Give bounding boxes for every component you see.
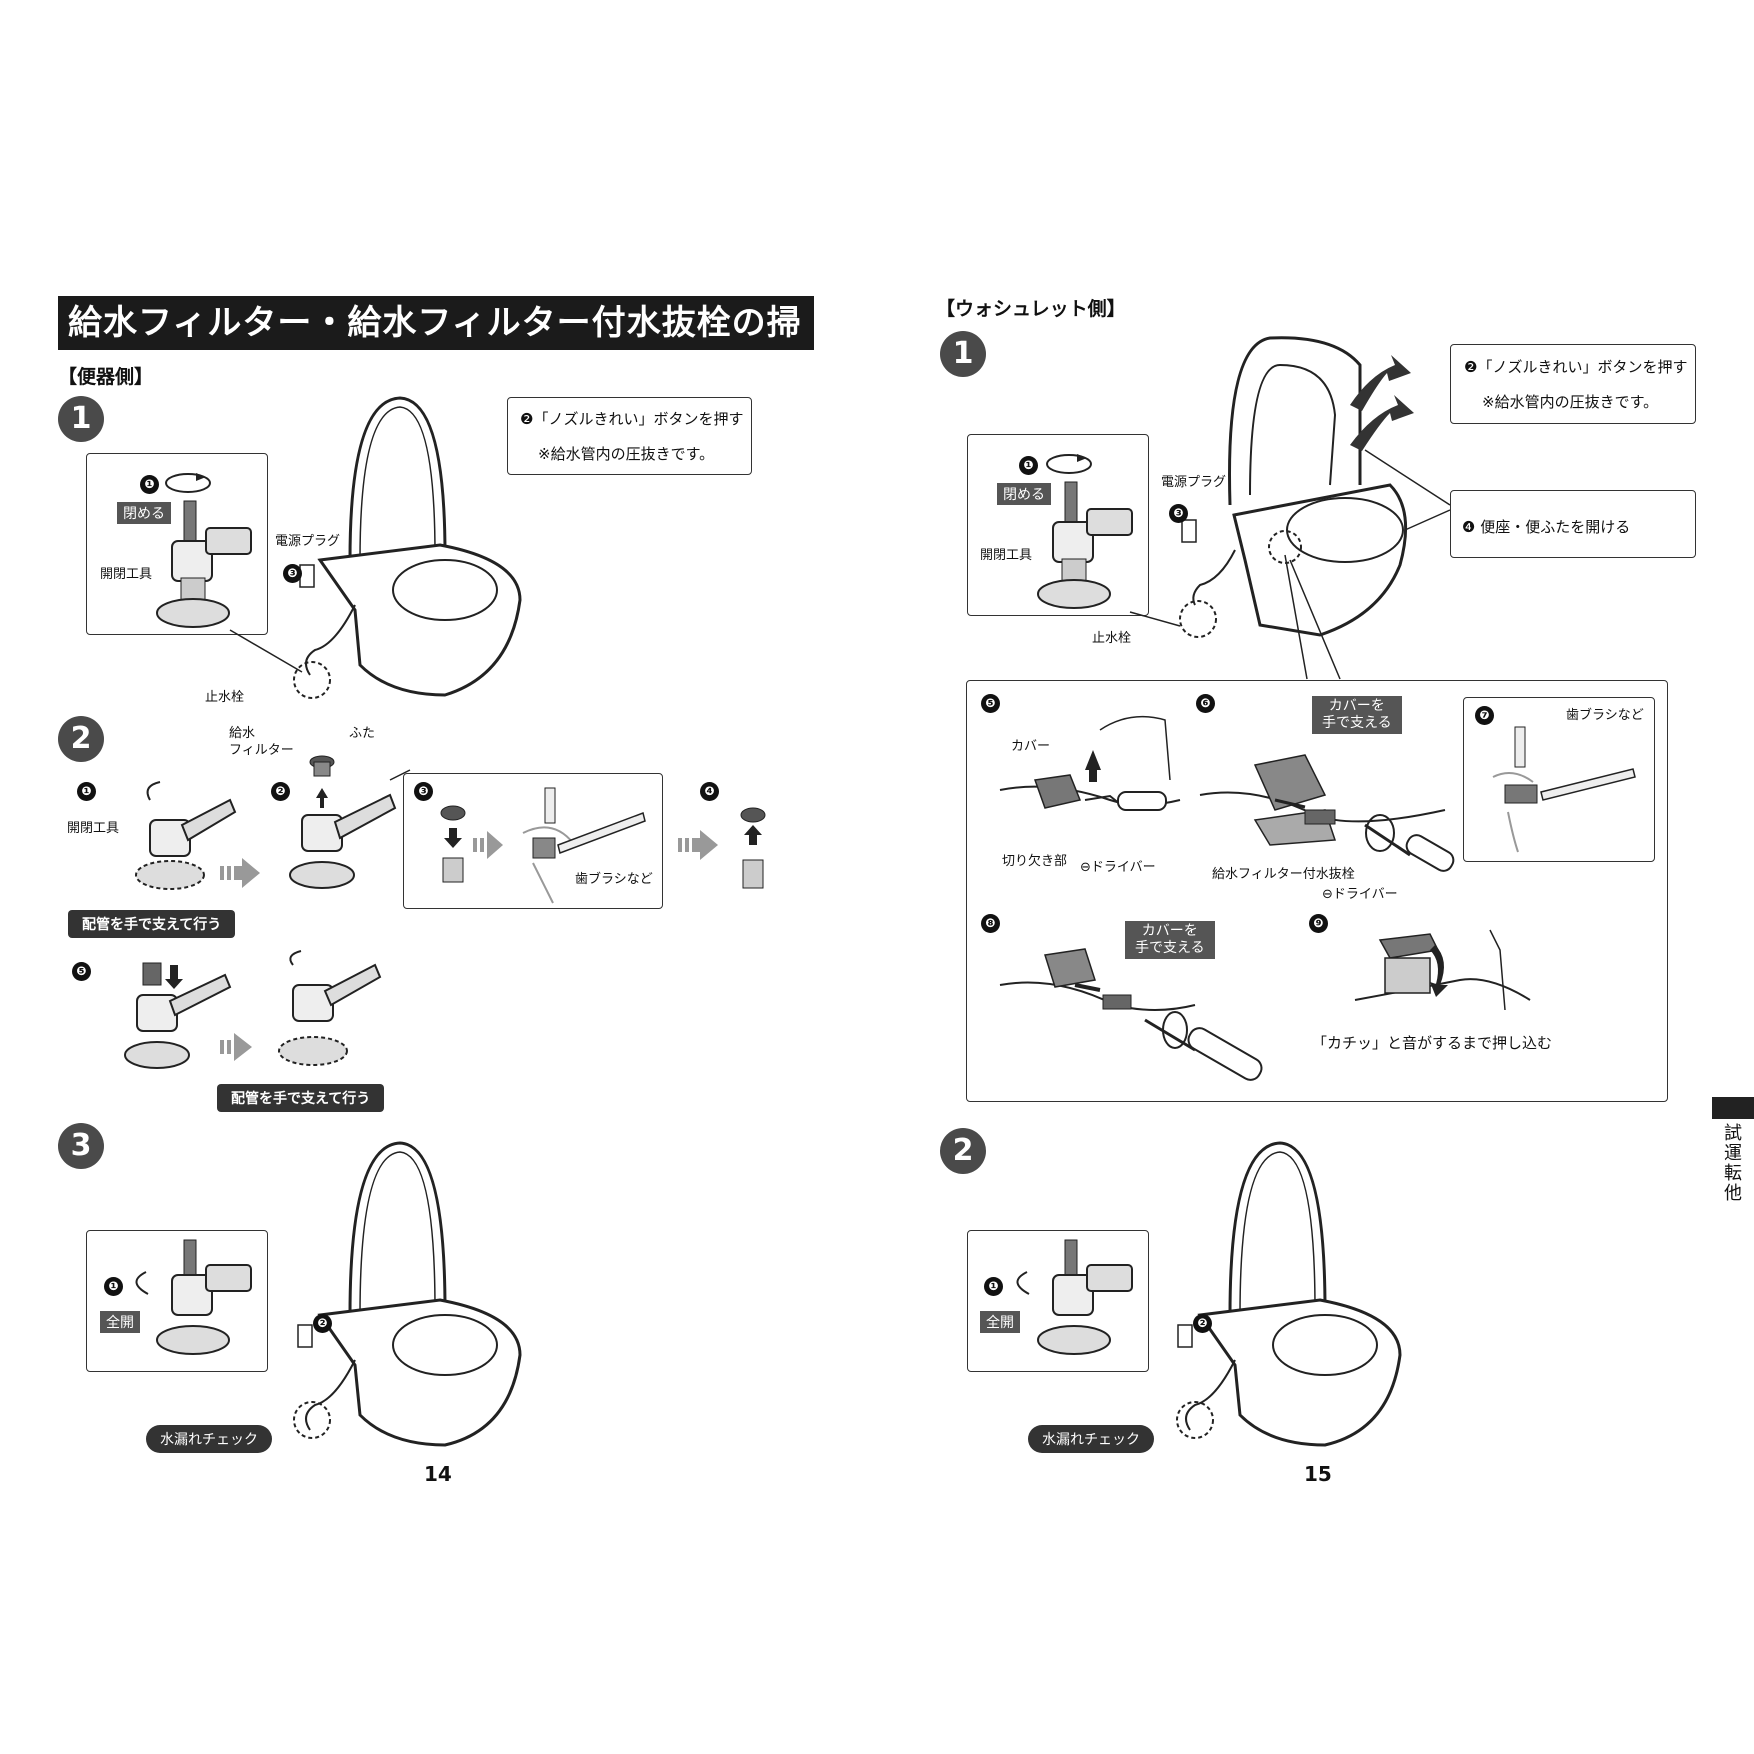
full-open-tag: 全開 bbox=[100, 1311, 140, 1333]
support-cover-callout-2: カバーを 手で支える bbox=[1125, 921, 1215, 959]
note-open-seat: ❹ 便座・便ふたを開ける bbox=[1462, 518, 1631, 536]
side-index-tab bbox=[1712, 1097, 1754, 1119]
substep-4-marker: ❹ bbox=[700, 782, 719, 801]
substep-3-marker: ❸ bbox=[283, 564, 302, 583]
note-box-nozzle bbox=[507, 397, 752, 475]
support-pipe-pill-2: 配管を手で支えて行う bbox=[217, 1084, 385, 1112]
substep-6-marker: ❻ bbox=[1196, 694, 1215, 713]
toothbrush-label: 歯ブラシなど bbox=[575, 872, 653, 887]
support-cover-line2: 手で支える bbox=[1322, 715, 1392, 731]
click-instruction: 「カチッ」と音がするまで押し込む bbox=[1312, 1034, 1553, 1052]
substep-8-marker: ❽ bbox=[981, 914, 1000, 933]
substep-5-marker: ❺ bbox=[981, 694, 1000, 713]
power-plug-label: 電源プラグ bbox=[1161, 475, 1227, 490]
arrow-right-icon bbox=[220, 858, 260, 888]
detail-pointer bbox=[1284, 554, 1341, 680]
valve-highlight-circle bbox=[1176, 1401, 1214, 1439]
cover-label: カバー bbox=[1011, 739, 1051, 754]
close-tag: 閉める bbox=[117, 502, 171, 524]
filter-install-illustration bbox=[124, 950, 382, 1069]
page-number-left: 14 bbox=[424, 1462, 452, 1486]
filter-reinsert-illustration bbox=[740, 807, 766, 889]
note-nozzle-line2: ※給水管内の圧抜きです。 bbox=[1482, 393, 1659, 411]
page-number-right: 15 bbox=[1304, 1462, 1332, 1486]
note-box-nozzle bbox=[1450, 344, 1696, 424]
page-title: 給水フィルター・給水フィルター付水抜栓の掃除(試運転後) bbox=[58, 296, 814, 397]
tool-label: 開閉工具 bbox=[67, 821, 120, 836]
substep-3-marker: ❸ bbox=[1169, 504, 1188, 523]
note-nozzle-line1: ❷「ノズルきれい」ボタンを押す bbox=[520, 410, 744, 428]
substep-1-marker: ❶ bbox=[1019, 456, 1038, 475]
support-cover-2-line2: 手で支える bbox=[1135, 940, 1205, 956]
substep-1-marker: ❶ bbox=[77, 782, 96, 801]
substep-7-marker: ❼ bbox=[1475, 706, 1494, 725]
step-number-2: 2 bbox=[940, 1128, 986, 1174]
stop-valve-label: 止水栓 bbox=[205, 690, 245, 705]
stop-valve-label: 止水栓 bbox=[1092, 631, 1132, 646]
valve-open-tool-illustration bbox=[135, 781, 237, 890]
toilet-illustration-3 bbox=[297, 1141, 522, 1447]
close-tag: 閉める bbox=[997, 483, 1051, 505]
side-index-label: 試運転他 bbox=[1724, 1123, 1742, 1204]
filter-label-line1: 給水 bbox=[229, 726, 256, 741]
step-number-3: 3 bbox=[58, 1123, 104, 1169]
support-cover-2-line1: カバーを bbox=[1141, 923, 1198, 939]
substep-1-marker: ❶ bbox=[140, 475, 159, 494]
inset-pointer bbox=[1129, 611, 1181, 627]
substep-3-marker: ❸ bbox=[414, 782, 433, 801]
substep-1-marker: ❶ bbox=[104, 1277, 123, 1296]
callout-pointer bbox=[1364, 449, 1451, 531]
drain-valve-label: 給水フィルター付水抜栓 bbox=[1212, 867, 1355, 882]
callout-pointer bbox=[389, 769, 411, 781]
valve-highlight-circle bbox=[293, 661, 331, 699]
inset-pointer bbox=[229, 629, 303, 673]
tool-label: 開閉工具 bbox=[980, 548, 1033, 563]
arrow-right-icon bbox=[678, 830, 718, 860]
substep-5-marker: ❺ bbox=[72, 962, 91, 981]
filter-label-line2: フィルター bbox=[229, 743, 294, 758]
substep-1-marker: ❶ bbox=[984, 1277, 1003, 1296]
power-plug-label: 電源プラグ bbox=[275, 534, 341, 549]
leak-check-pill: 水漏れチェック bbox=[146, 1425, 272, 1453]
step-number-2: 2 bbox=[58, 716, 104, 762]
step-number-1: 1 bbox=[58, 396, 104, 442]
cover-remove-illustration bbox=[999, 715, 1181, 811]
drain-valve-insert-illustration bbox=[999, 948, 1263, 1081]
notch-label: 切り欠き部 bbox=[1002, 854, 1068, 869]
leak-check-pill: 水漏れチェック bbox=[1028, 1425, 1154, 1453]
valve-highlight-circle bbox=[293, 1401, 331, 1439]
drain-valve-remove-illustration bbox=[1199, 754, 1455, 872]
substep-2-marker: ❷ bbox=[313, 1314, 332, 1333]
filter-removed-illustration bbox=[289, 755, 397, 889]
cap-label: ふた bbox=[349, 726, 376, 741]
valve-highlight-circle bbox=[1179, 600, 1217, 638]
full-open-tag: 全開 bbox=[980, 1311, 1020, 1333]
valve-close-illustration bbox=[156, 473, 252, 628]
note-box-open-seat bbox=[1450, 490, 1696, 558]
toilet-illustration-1 bbox=[299, 396, 522, 697]
support-cover-line1: カバーを bbox=[1328, 698, 1385, 714]
brush-wash-illustration bbox=[1492, 726, 1636, 853]
note-nozzle-line2: ※給水管内の圧抜きです。 bbox=[538, 445, 715, 463]
tool-label: 開閉工具 bbox=[100, 567, 153, 582]
support-pipe-pill: 配管を手で支えて行う bbox=[68, 910, 236, 938]
step-number-1: 1 bbox=[940, 331, 986, 377]
cover-reattach-illustration bbox=[1354, 929, 1531, 1011]
substep-2-marker: ❷ bbox=[271, 782, 290, 801]
substep-9-marker: ❾ bbox=[1309, 914, 1328, 933]
toilet-open-lid-illustration bbox=[1181, 336, 1414, 637]
driver-label: ⊖ドライバー bbox=[1080, 860, 1156, 875]
valve-full-open-illustration bbox=[1016, 1239, 1133, 1355]
valve-full-open-illustration bbox=[135, 1239, 252, 1355]
toilet-illustration-washlet-2 bbox=[1177, 1141, 1402, 1447]
filter-wash-illustration bbox=[440, 787, 646, 904]
support-cover-callout: カバーを 手で支える bbox=[1312, 696, 1402, 734]
section-label-washlet: 【ウォシュレット側】 bbox=[936, 298, 1126, 320]
substep-2-marker: ❷ bbox=[1193, 1314, 1212, 1333]
note-nozzle-line1: ❷「ノズルきれい」ボタンを押す bbox=[1464, 358, 1688, 376]
toothbrush-label: 歯ブラシなど bbox=[1566, 708, 1644, 723]
section-label-toilet: 【便器側】 bbox=[58, 366, 154, 388]
valve-close-illustration bbox=[1037, 454, 1133, 609]
driver-label-2: ⊖ドライバー bbox=[1322, 887, 1398, 902]
